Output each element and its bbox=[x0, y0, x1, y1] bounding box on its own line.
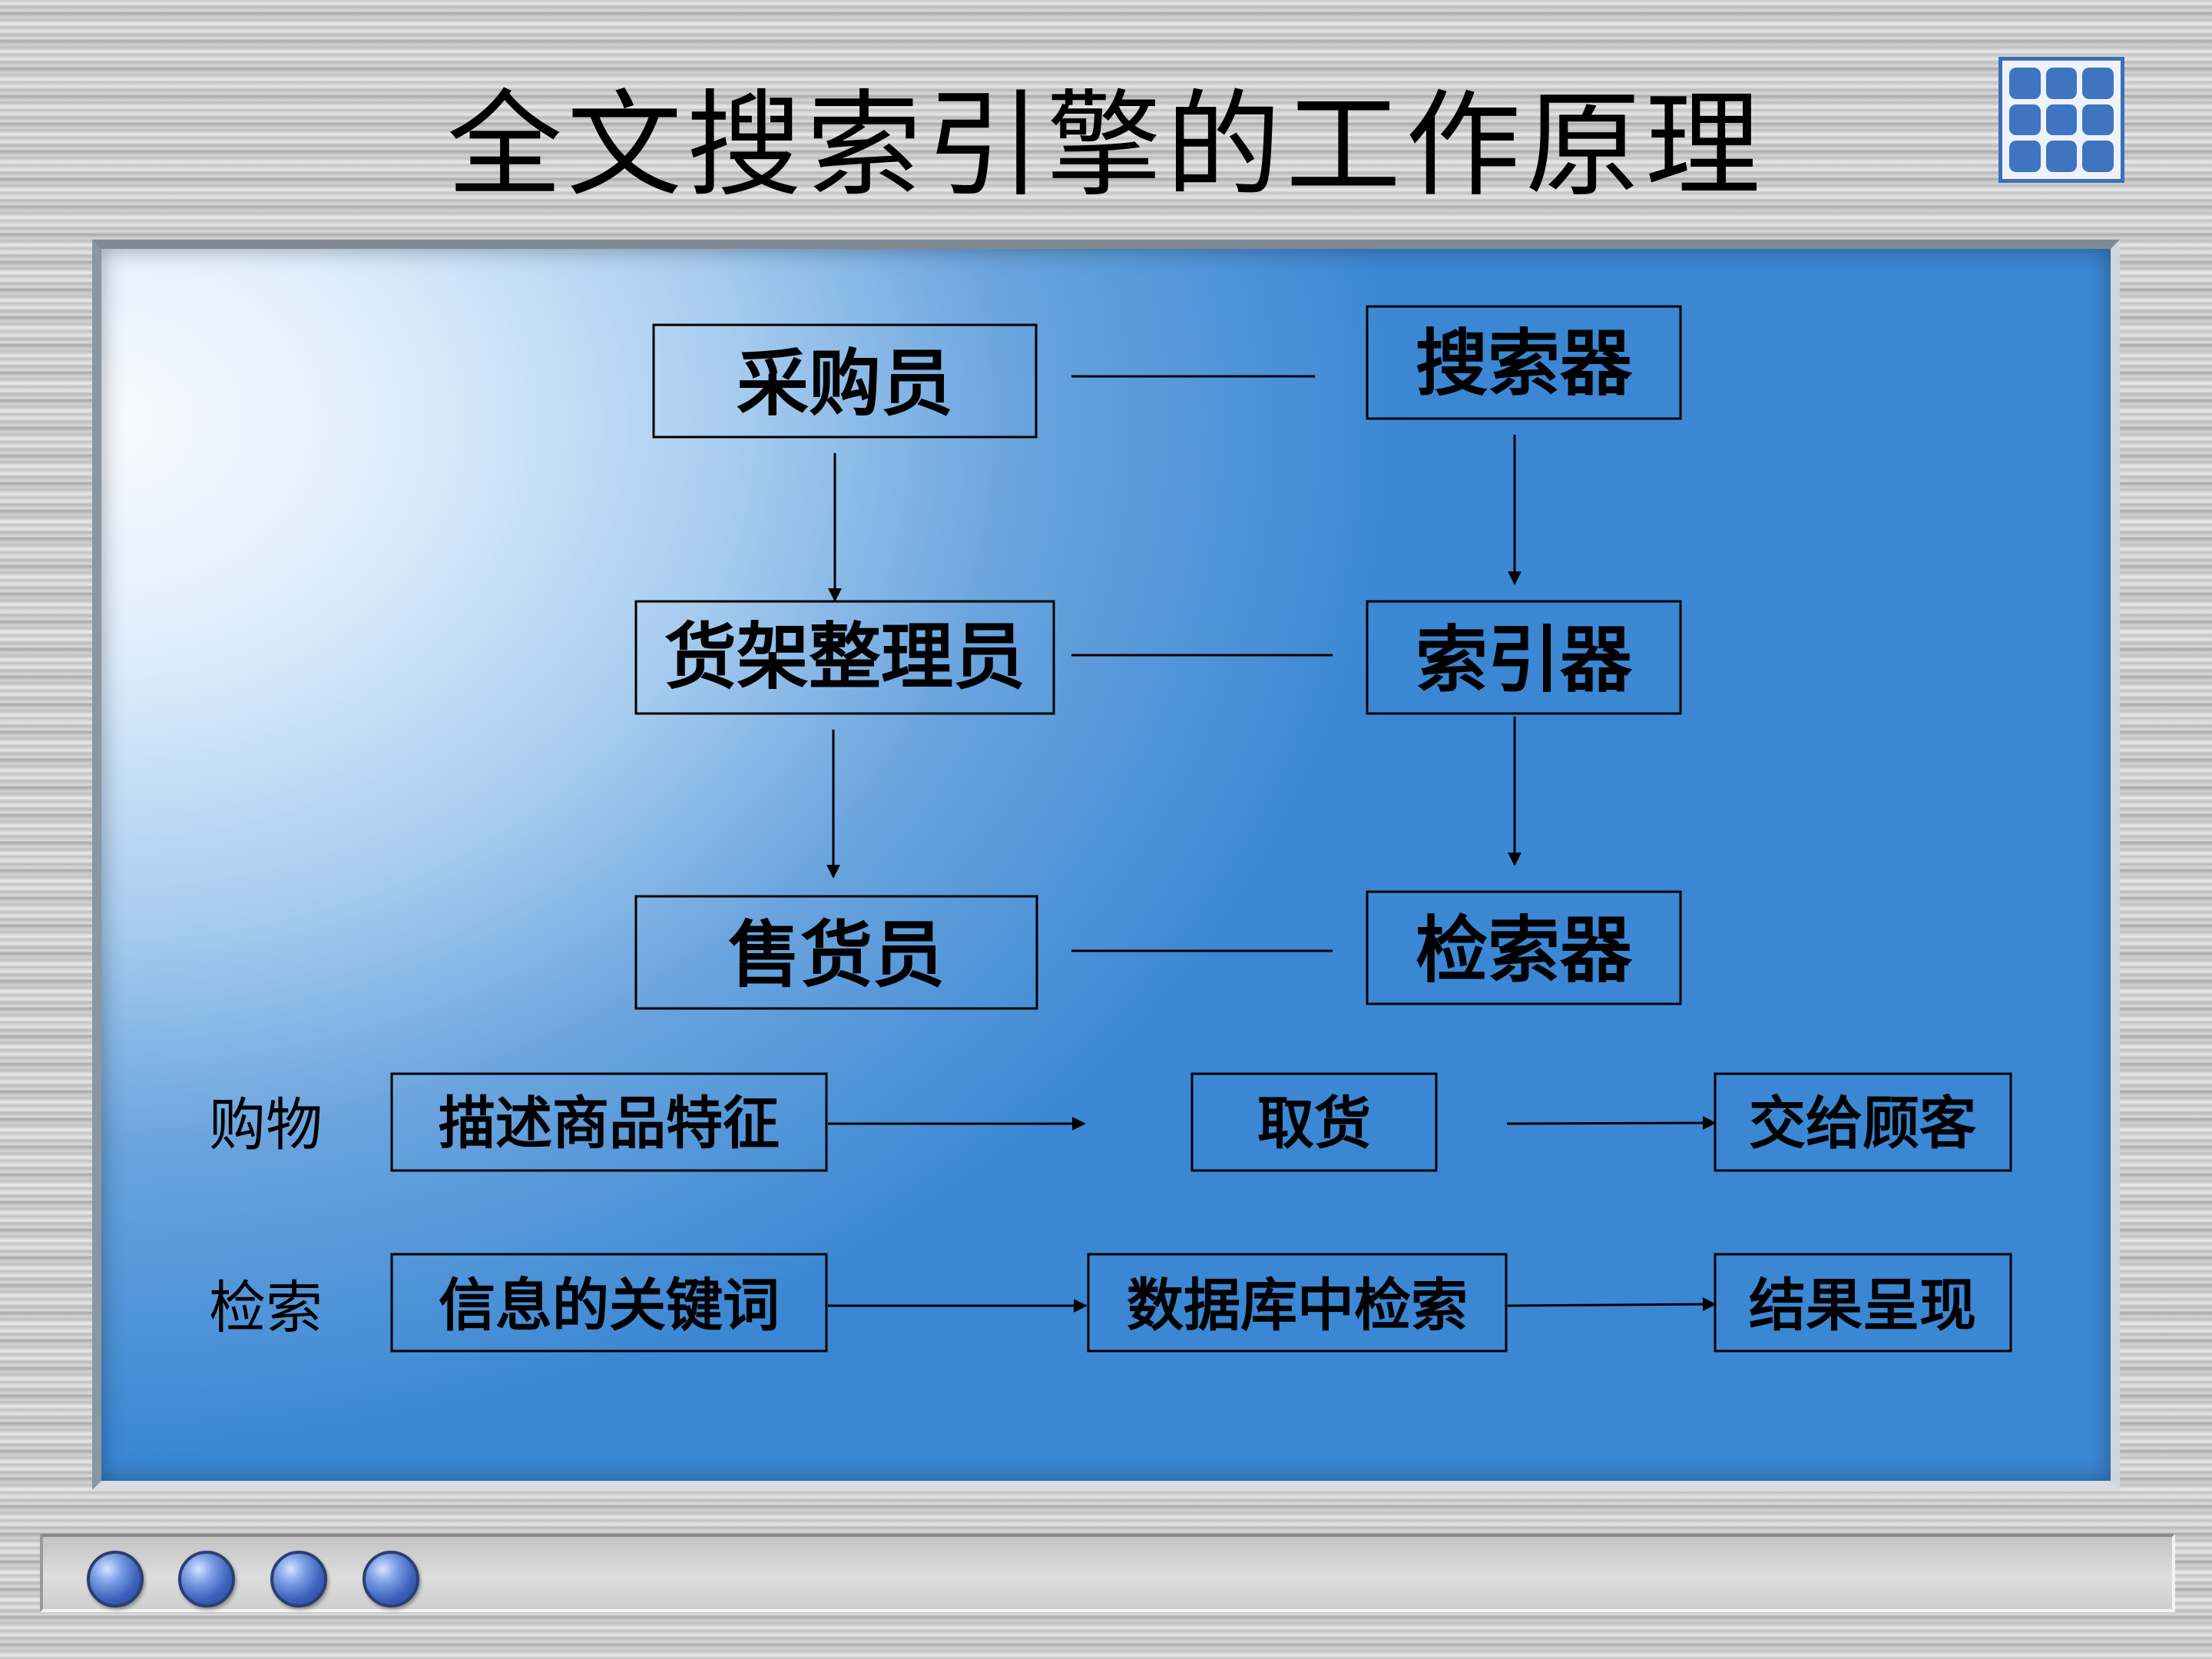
grid-icon[interactable] bbox=[1998, 57, 2124, 183]
grid-cell bbox=[2045, 68, 2078, 99]
grid-cell bbox=[2009, 141, 2041, 172]
step-deliver-customer-label: 交给顾客 bbox=[1749, 1091, 1976, 1157]
step-deliver-customer: 交给顾客 bbox=[1714, 1072, 2012, 1172]
node-indexer: 索引器 bbox=[1366, 600, 1682, 715]
nav-dot-4-button[interactable] bbox=[363, 1551, 419, 1608]
grid-cell bbox=[2009, 68, 2041, 99]
grid-cell bbox=[2082, 141, 2114, 172]
grid-cell bbox=[2009, 104, 2041, 136]
node-indexer-label: 索引器 bbox=[1416, 619, 1633, 703]
step-results: 结果呈现 bbox=[1714, 1253, 2012, 1353]
footer-bar bbox=[40, 1534, 2175, 1612]
grid-cell bbox=[2045, 141, 2078, 172]
step-keywords-label: 信息的关键词 bbox=[439, 1273, 780, 1339]
node-retriever: 检索器 bbox=[1366, 890, 1682, 1005]
grid-cell bbox=[2045, 104, 2078, 136]
row-label-retrieval: 检索 bbox=[209, 1275, 323, 1341]
node-purchaser-label: 采购员 bbox=[737, 343, 953, 426]
arrow-search-to-results bbox=[1507, 1297, 1717, 1312]
content-panel bbox=[92, 240, 2120, 1490]
step-describe-goods: 描述商品特征 bbox=[390, 1072, 828, 1172]
node-seller: 售货员 bbox=[634, 895, 1038, 1010]
node-shelver-label: 货架整理员 bbox=[664, 616, 1025, 700]
node-retriever-label: 检索器 bbox=[1416, 909, 1633, 993]
node-purchaser: 采购员 bbox=[652, 323, 1038, 439]
nav-dot-2-button[interactable] bbox=[178, 1551, 235, 1608]
step-fetch-goods-label: 取货 bbox=[1257, 1091, 1371, 1157]
nav-dot-3-button[interactable] bbox=[270, 1551, 327, 1608]
grid-cell bbox=[2082, 68, 2114, 99]
node-crawler-label: 搜索器 bbox=[1416, 323, 1633, 406]
slide-title: 全文搜索引擎的工作原理 bbox=[446, 79, 1765, 213]
step-database-search-label: 数据库中检索 bbox=[1127, 1273, 1468, 1339]
step-fetch-goods: 取货 bbox=[1190, 1072, 1438, 1172]
step-database-search: 数据库中检索 bbox=[1087, 1253, 1508, 1353]
arrow-fetch-to-deliver bbox=[1506, 1116, 1717, 1131]
nav-dot-1-button[interactable] bbox=[87, 1551, 144, 1608]
node-shelver: 货架整理员 bbox=[634, 600, 1055, 715]
step-describe-goods-label: 描述商品特征 bbox=[439, 1091, 780, 1157]
step-results-label: 结果呈现 bbox=[1749, 1273, 1976, 1339]
node-crawler: 搜索器 bbox=[1366, 305, 1682, 420]
node-seller-label: 售货员 bbox=[728, 914, 945, 998]
step-keywords: 信息的关键词 bbox=[390, 1253, 828, 1353]
row-label-shopping: 购物 bbox=[209, 1092, 323, 1158]
grid-cell bbox=[2082, 104, 2114, 136]
